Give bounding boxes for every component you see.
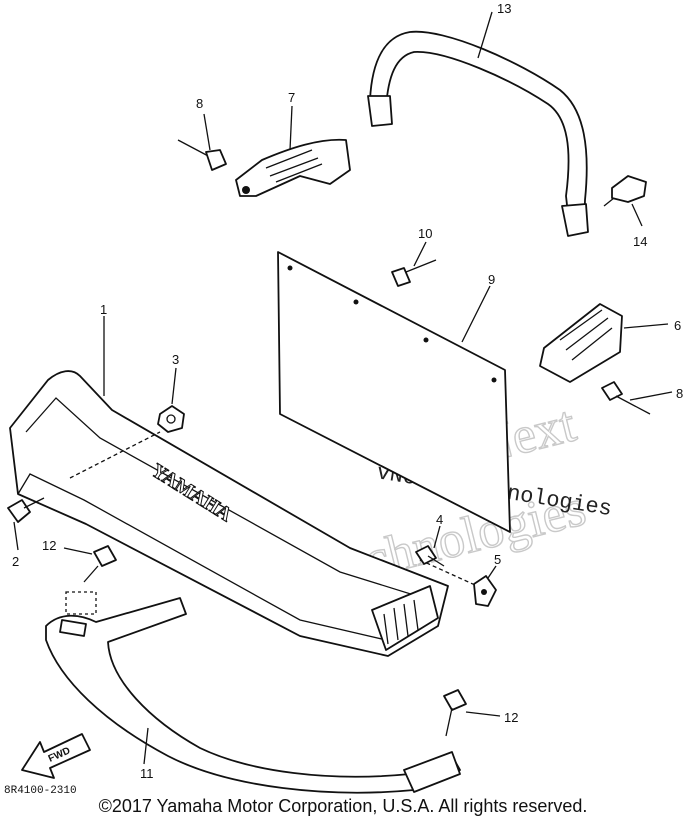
lower-bar-11-part <box>45 597 461 794</box>
callout-10: 10 <box>418 226 432 241</box>
plate-9-part <box>277 251 511 533</box>
callout-1: 1 <box>100 302 107 317</box>
clamp-6-part <box>539 303 669 383</box>
clamp-7-part <box>235 105 351 197</box>
bolt-14-part <box>603 175 647 227</box>
callout-3: 3 <box>172 352 179 367</box>
part-code: 8R4100-2310 <box>4 785 77 797</box>
bolt-12-left-part <box>63 545 117 615</box>
screw-8-right-part <box>601 381 673 415</box>
callout-11: 11 <box>140 766 154 781</box>
callout-2: 2 <box>12 554 19 569</box>
callout-13: 13 <box>497 1 511 16</box>
forward-arrow-icon: FWD <box>21 733 91 779</box>
screw-8-top-part <box>177 113 227 171</box>
callout-6: 6 <box>674 318 681 333</box>
callout-8-right: 8 <box>676 386 683 401</box>
callout-9: 9 <box>488 272 495 287</box>
copyright-notice: ©2017 Yamaha Motor Corporation, U.S.A. A… <box>98 796 588 816</box>
callout-12-right: 12 <box>504 710 518 725</box>
callout-5: 5 <box>494 552 501 567</box>
callout-7: 7 <box>288 90 295 105</box>
callout-4: 4 <box>436 512 443 527</box>
fastener-10-part <box>391 241 437 287</box>
bolt-12-right-part <box>443 689 501 737</box>
bumper-1-part: YAMAHA <box>9 316 487 657</box>
grab-handle-part <box>367 11 589 237</box>
nut-5-part <box>473 565 497 607</box>
bolt-2-part <box>7 497 45 551</box>
callout-8-top: 8 <box>196 96 203 111</box>
callout-12-left: 12 <box>42 538 56 553</box>
callout-14: 14 <box>633 234 647 249</box>
bolt-4-part <box>415 525 445 567</box>
nut-3-part <box>157 367 185 433</box>
